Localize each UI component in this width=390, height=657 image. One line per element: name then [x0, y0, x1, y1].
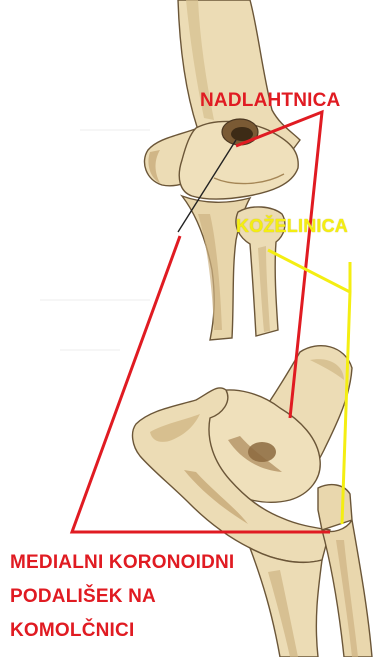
label-coronoid-line3: KOMOLČNICI [10, 614, 234, 648]
label-coronoid-line2: PODALIŠEK NA [10, 580, 234, 614]
label-radius: KOŽELINICA [236, 216, 348, 237]
label-coronoid-process: MEDIALNI KORONOIDNI PODALIŠEK NA KOMOLČN… [10, 546, 234, 648]
label-humerus: NADLAHTNICA [200, 90, 340, 112]
label-coronoid-line1: MEDIALNI KORONOIDNI [10, 546, 234, 580]
